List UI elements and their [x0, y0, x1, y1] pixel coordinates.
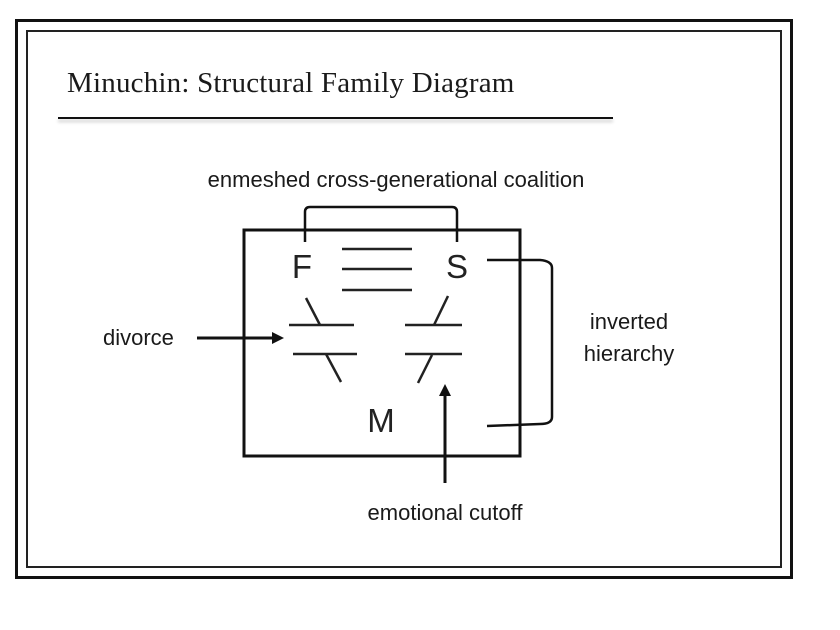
- hierarchy-label-line1: inverted: [590, 309, 668, 334]
- family-boundary-box: [242, 228, 522, 458]
- enmeshed-lines: [342, 247, 412, 292]
- hierarchy-bracket: [486, 258, 554, 428]
- node-son: S: [446, 248, 468, 285]
- node-mother: M: [367, 402, 395, 439]
- cutoff-arrowhead-icon: [439, 384, 451, 396]
- hierarchy-label-line2: hierarchy: [584, 341, 674, 366]
- coalition-label: enmeshed cross-generational coalition: [208, 167, 585, 192]
- slide-outer-border: [15, 19, 793, 579]
- slide-inner-border: [26, 30, 782, 568]
- cutoff-label: emotional cutoff: [368, 500, 524, 525]
- divorce-arrowhead-icon: [272, 332, 284, 344]
- coalition-bracket: [303, 205, 459, 242]
- node-father: F: [292, 248, 312, 285]
- cutoff-symbol: [405, 295, 462, 384]
- slide-title: Minuchin: Structural Family Diagram: [67, 67, 515, 99]
- divorce-label: divorce: [103, 325, 174, 350]
- divorce-symbol: [289, 297, 357, 383]
- title-underline: [58, 117, 613, 119]
